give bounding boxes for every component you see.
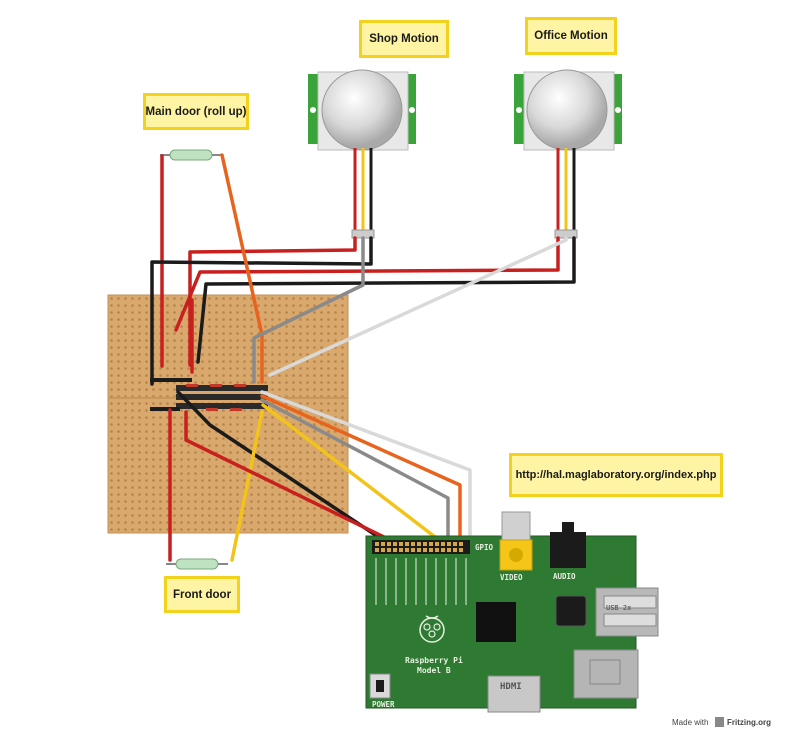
power-label: POWER bbox=[372, 700, 395, 709]
gpio-label: GPIO bbox=[475, 543, 494, 552]
pir-sensor-office bbox=[514, 69, 622, 151]
note-office-motion: Office Motion bbox=[525, 17, 617, 55]
pi-name-label: Raspberry Pi bbox=[405, 656, 463, 665]
pi-model-label: Model B bbox=[417, 666, 451, 675]
audio-label: AUDIO bbox=[553, 572, 576, 581]
fritzing-link[interactable]: Fritzing.org bbox=[727, 718, 771, 727]
board-header-strip bbox=[150, 378, 268, 411]
pir-sensor-shop bbox=[308, 69, 416, 151]
made-with-label: Made with bbox=[672, 718, 709, 727]
fritzing-logo-icon bbox=[715, 717, 724, 727]
usb-label: USB 2x bbox=[606, 604, 632, 612]
reed-switch-main-door bbox=[160, 149, 222, 161]
note-main-door: Main door (roll up) bbox=[143, 93, 249, 130]
note-shop-motion: Shop Motion bbox=[359, 20, 449, 58]
stripboard bbox=[107, 294, 349, 534]
video-label: VIDEO bbox=[500, 573, 523, 582]
raspberry-pi-board bbox=[365, 511, 659, 713]
pir-leads bbox=[351, 148, 578, 239]
hdmi-label: HDMI bbox=[500, 682, 522, 692]
note-front-door: Front door bbox=[164, 576, 240, 613]
reed-switch-front-door bbox=[166, 558, 228, 570]
note-url: http://hal.maglaboratory.org/index.php bbox=[509, 453, 723, 497]
